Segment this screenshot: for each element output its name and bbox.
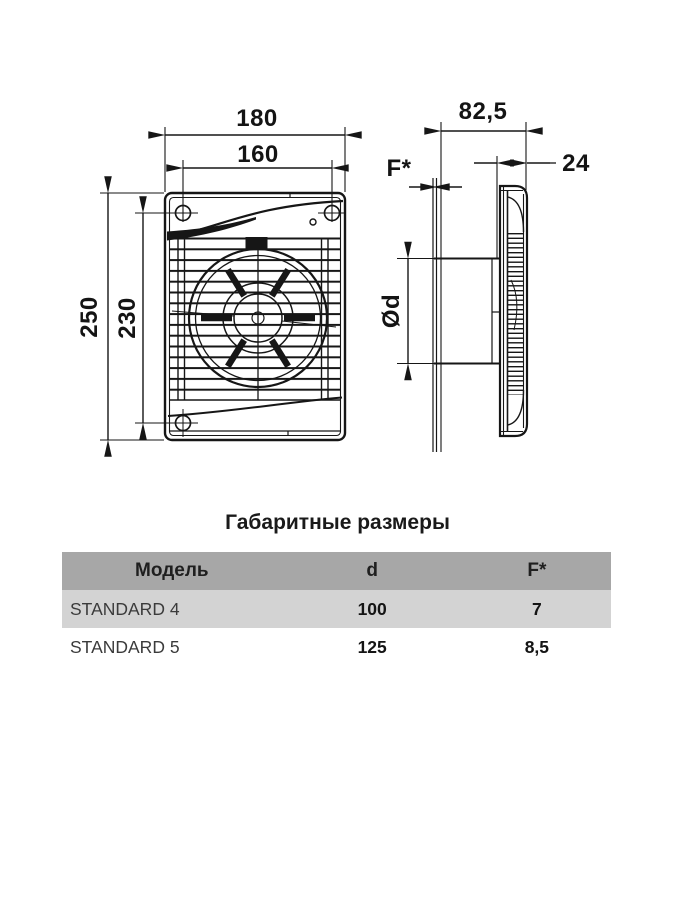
column-header-d: d xyxy=(366,560,378,581)
table-row: STANDARD 4 100 7 xyxy=(62,590,611,628)
table-header-row: Модель d F* xyxy=(62,552,611,590)
dim-label-height-outer: 250 xyxy=(76,296,103,338)
dim-label-depth-total: 82,5 xyxy=(458,98,508,125)
front-grille xyxy=(170,237,340,401)
technical-drawing xyxy=(100,122,556,457)
cell-f: 8,5 xyxy=(524,636,550,657)
dim-label-width-outer: 180 xyxy=(236,105,278,132)
indicator-hole xyxy=(309,218,317,226)
front-housing xyxy=(163,191,347,442)
dimensions-table: Модель d F* STANDARD 4 100 7 STANDARD 5 … xyxy=(62,552,611,666)
side-view xyxy=(397,122,556,452)
table-row: STANDARD 5 125 8,5 xyxy=(62,628,611,666)
dim-label-width-holes: 160 xyxy=(237,141,279,168)
front-dimension-lines xyxy=(100,127,362,457)
front-view xyxy=(100,127,362,457)
duct xyxy=(397,257,500,365)
dim-label-duct-diameter: Ød xyxy=(378,293,405,329)
column-header-f: F* xyxy=(527,560,547,581)
side-dimension-lines xyxy=(404,122,556,381)
dim-label-front-depth: 24 xyxy=(562,150,590,177)
column-header-model: Модель xyxy=(135,560,209,581)
cell-model: STANDARD 4 xyxy=(70,598,180,619)
dim-label-height-holes: 230 xyxy=(114,297,141,339)
dim-label-flange: F* xyxy=(386,155,412,182)
wall-plane-lines xyxy=(432,178,438,452)
cell-model: STANDARD 5 xyxy=(70,636,180,657)
side-body xyxy=(498,184,529,438)
cell-f: 7 xyxy=(531,598,542,619)
section-title: Габаритные размеры xyxy=(225,511,450,534)
cell-d: 100 xyxy=(357,598,387,619)
cell-d: 125 xyxy=(357,636,387,657)
